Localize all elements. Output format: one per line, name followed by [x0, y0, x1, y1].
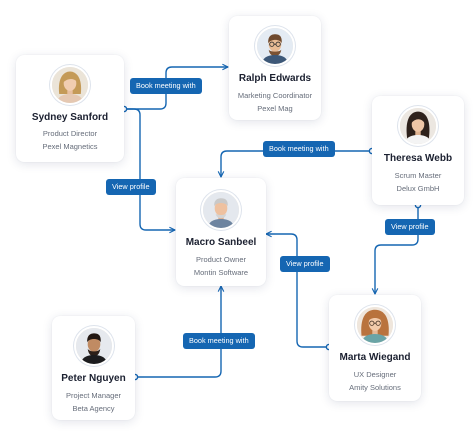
- badge-sydney-ralph[interactable]: Book meeting with: [130, 78, 202, 94]
- person-name: Ralph Edwards: [238, 73, 312, 84]
- avatar-peter: [73, 326, 114, 366]
- connector-peter-macro: [135, 286, 221, 378]
- avatar-theresa: [398, 106, 438, 146]
- person-organization: Montin Software: [193, 268, 249, 277]
- badge-theresa-marta[interactable]: View profile: [385, 219, 435, 235]
- badge-peter-macro[interactable]: Book meeting with: [183, 333, 255, 349]
- person-name: Sydney Sanford: [31, 112, 109, 123]
- person-name: Marta Wiegand: [339, 352, 411, 363]
- person-card-macro[interactable]: Macro Sanbeel Product Owner Montin Softw…: [176, 178, 266, 286]
- person-organization: Pexel Mag: [257, 104, 293, 113]
- person-role: Scrum Master: [394, 171, 442, 180]
- connector-theresa-marta: [375, 205, 419, 294]
- person-organization: Amity Solutions: [349, 383, 401, 392]
- connector-marta-macro: [266, 234, 329, 348]
- person-role: UX Designer: [353, 370, 397, 379]
- avatar-sydney: [50, 65, 90, 105]
- person-role: Project Manager: [65, 391, 122, 400]
- connector-theresa-macro: [221, 150, 372, 177]
- person-organization: Pexel Magnetics: [42, 142, 98, 151]
- connector-sydney-macro: [124, 108, 175, 230]
- badge-theresa-macro[interactable]: Book meeting with: [263, 141, 335, 157]
- person-card-sydney[interactable]: Sydney Sanford Product Director Pexel Ma…: [16, 55, 124, 162]
- person-name: Peter Nguyen: [61, 373, 126, 384]
- avatar-marta: [355, 305, 395, 345]
- avatar-macro: [201, 190, 241, 230]
- person-name: Macro Sanbeel: [185, 237, 257, 248]
- person-role: Marketing Coordinator: [237, 91, 313, 100]
- avatar-ralph: [255, 26, 295, 66]
- person-role: Product Director: [42, 129, 98, 138]
- person-card-peter[interactable]: Peter Nguyen Project Manager Beta Agency: [52, 316, 135, 420]
- person-name: Theresa Webb: [383, 153, 453, 164]
- person-card-marta[interactable]: Marta Wiegand UX Designer Amity Solution…: [329, 295, 421, 401]
- person-card-ralph[interactable]: Ralph Edwards Marketing Coordinator Pexe…: [229, 16, 321, 120]
- person-card-theresa[interactable]: Theresa Webb Scrum Master Delux GmbH: [372, 96, 464, 205]
- badge-sydney-macro[interactable]: View profile: [106, 179, 156, 195]
- person-organization: Beta Agency: [72, 404, 115, 413]
- badge-marta-macro[interactable]: View profile: [280, 256, 330, 272]
- person-role: Product Owner: [195, 255, 247, 264]
- person-organization: Delux GmbH: [396, 184, 440, 193]
